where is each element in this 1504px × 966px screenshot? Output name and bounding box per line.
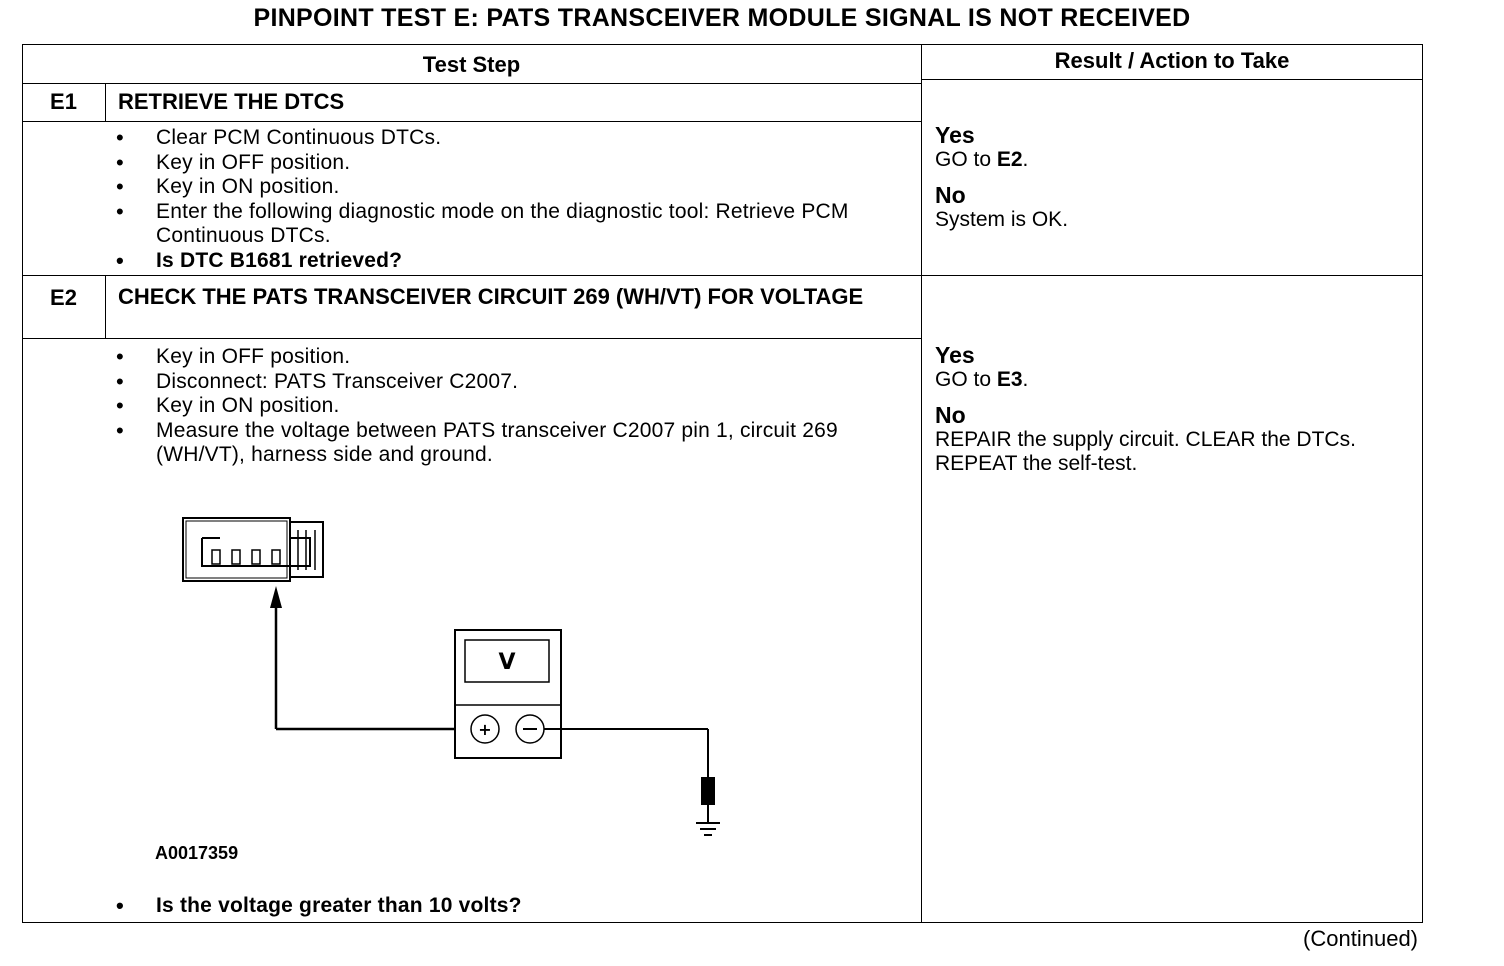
e1-title-rule bbox=[22, 121, 921, 122]
step-e1-question: Is DTC B1681 retrieved? bbox=[116, 249, 876, 274]
step-e1-instructions: Clear PCM Continuous DTCs. Key in OFF po… bbox=[116, 126, 876, 274]
step-id-e2: E2 bbox=[50, 285, 77, 310]
step-e2-question: Is the voltage greater than 10 volts? bbox=[116, 894, 876, 919]
header-rule-left bbox=[22, 83, 921, 84]
yes-label: Yes bbox=[935, 122, 975, 148]
list-item: Enter the following diagnostic mode on t… bbox=[116, 200, 876, 249]
e1-end-rule bbox=[22, 275, 1423, 276]
negative-lead bbox=[544, 728, 715, 822]
list-item: Disconnect: PATS Transceiver C2007. bbox=[116, 370, 876, 395]
header-rule-right bbox=[921, 79, 1423, 80]
page-title: PINPOINT TEST E: PATS TRANSCEIVER MODULE… bbox=[253, 4, 1191, 32]
list-item: Key in OFF position. bbox=[116, 345, 876, 370]
no-action: System is OK. bbox=[935, 208, 1069, 231]
header-test-step: Test Step bbox=[422, 52, 521, 77]
yes-action: GO to E3. bbox=[935, 368, 1029, 391]
step-title-e1: RETRIEVE THE DTCS bbox=[118, 89, 345, 114]
list-item: Clear PCM Continuous DTCs. bbox=[116, 126, 876, 151]
figure-id: A0017359 bbox=[155, 843, 239, 863]
step-e1-result: Yes GO to E2. No System is OK. bbox=[935, 122, 1405, 242]
list-item: Key in ON position. bbox=[116, 394, 876, 419]
continued-note: (Continued) bbox=[1303, 926, 1418, 951]
step-e2-question-list: Is the voltage greater than 10 volts? bbox=[116, 894, 876, 919]
list-item: Measure the voltage between PATS transce… bbox=[116, 419, 876, 468]
connector-c2007-icon bbox=[182, 517, 324, 582]
header-result: Result / Action to Take bbox=[1054, 48, 1290, 73]
no-action: REPAIR the supply circuit. CLEAR the DTC… bbox=[935, 428, 1356, 475]
yes-action: GO to E2. bbox=[935, 148, 1029, 171]
meter-label: V bbox=[498, 650, 515, 675]
step-id-e1: E1 bbox=[50, 89, 77, 114]
list-item: Key in OFF position. bbox=[116, 151, 876, 176]
svg-text:+: + bbox=[478, 720, 491, 739]
e2-title-rule bbox=[22, 338, 921, 339]
ground-icon bbox=[696, 822, 720, 836]
e2-id-divider bbox=[105, 275, 106, 338]
step-title-e2: CHECK THE PATS TRANSCEIVER CIRCUIT 269 (… bbox=[118, 284, 864, 309]
table-frame bbox=[22, 44, 1423, 923]
voltmeter-diagram: + V bbox=[182, 517, 720, 836]
column-divider bbox=[921, 44, 922, 923]
no-label: No bbox=[935, 182, 966, 208]
step-e2-instructions: Key in OFF position. Disconnect: PATS Tr… bbox=[116, 345, 876, 468]
e1-id-divider bbox=[105, 83, 106, 121]
no-label: No bbox=[935, 402, 966, 428]
voltmeter-icon: + V bbox=[454, 629, 562, 759]
yes-label: Yes bbox=[935, 342, 975, 368]
positive-lead bbox=[270, 586, 472, 731]
list-item: Key in ON position. bbox=[116, 175, 876, 200]
step-e2-result: Yes GO to E3. No REPAIR the supply circu… bbox=[935, 342, 1395, 486]
